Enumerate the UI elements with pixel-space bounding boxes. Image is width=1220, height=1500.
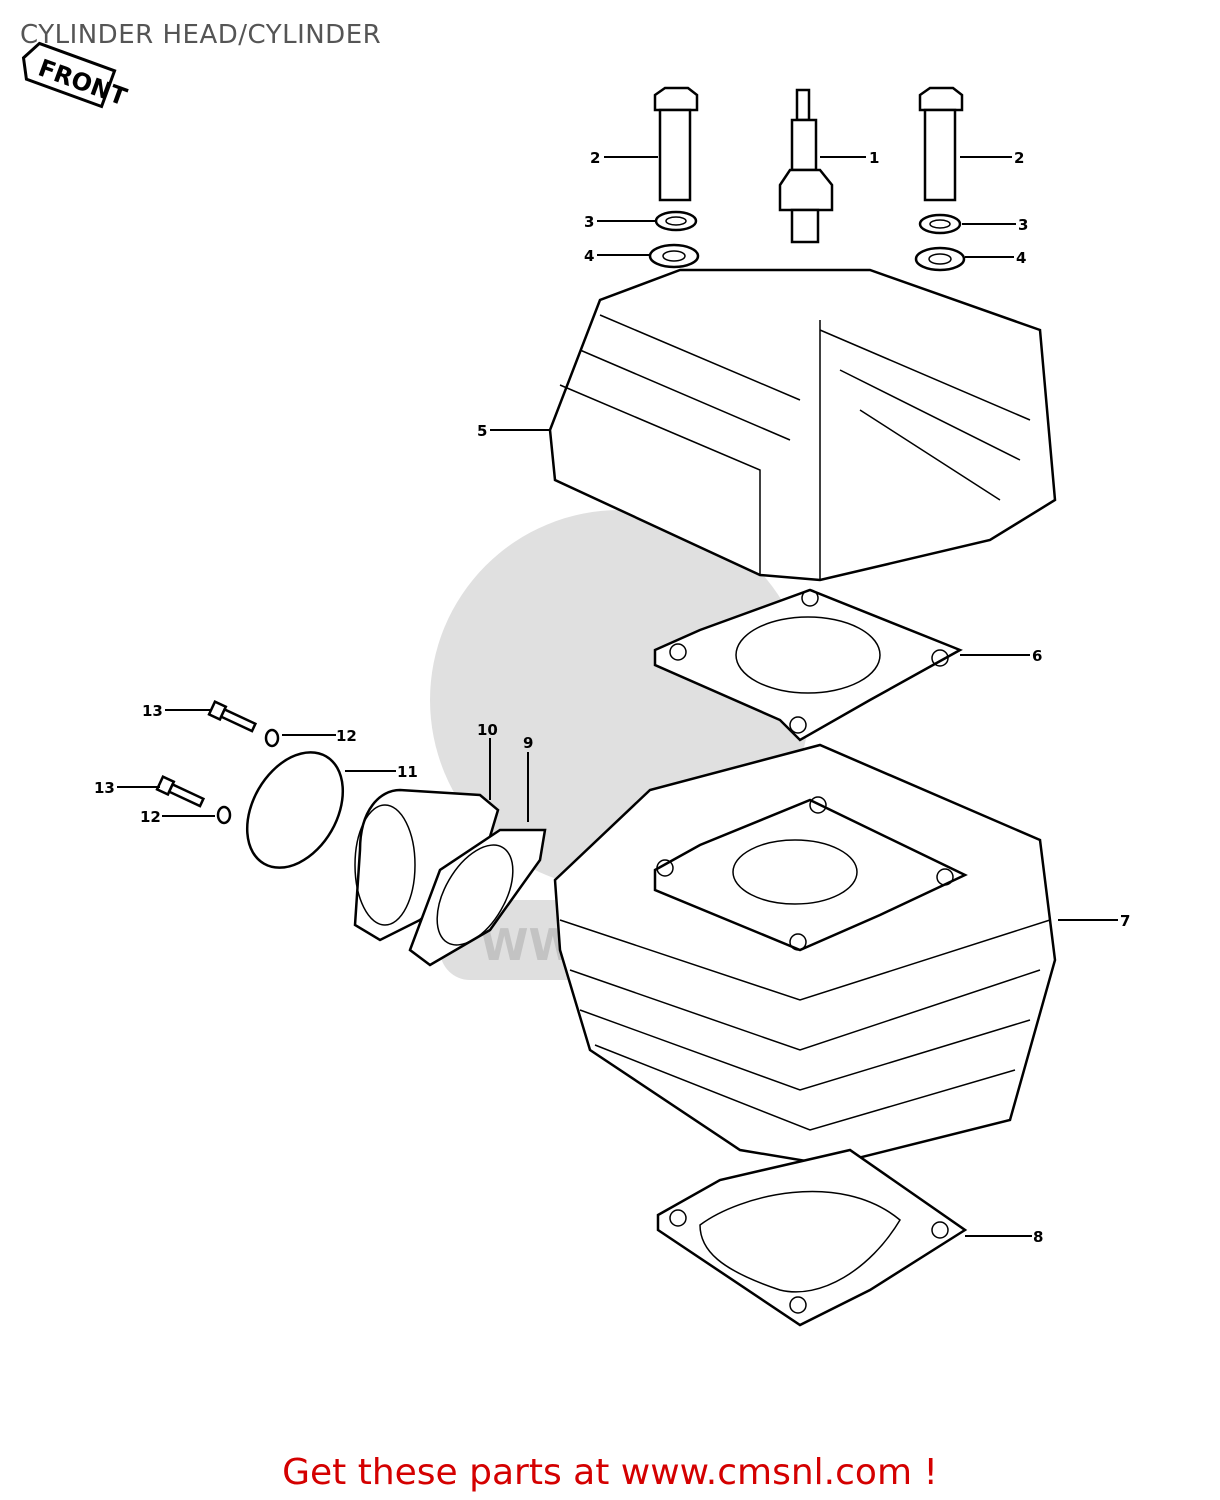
callout-3-right: 3 [1018,216,1028,234]
callout-2-right: 2 [1014,149,1024,167]
washer-12-upper [264,728,280,748]
callout-13-upper: 13 [142,702,163,720]
callout-8: 8 [1033,1228,1043,1246]
screw-13-lower [155,774,206,808]
callout-12-upper: 12 [336,727,357,745]
callout-4-left: 4 [584,247,594,265]
callout-6: 6 [1032,647,1042,665]
callout-11: 11 [397,763,418,781]
washer-3-left [654,210,698,232]
callout-13-lower: 13 [94,779,115,797]
callout-4-right: 4 [1016,249,1026,267]
callout-10: 10 [477,721,498,739]
callout-12-lower: 12 [140,808,161,826]
intake-gasket [408,828,547,967]
callout-1: 1 [869,149,879,167]
hose-clamp [245,751,345,869]
diagram-title: CYLINDER HEAD/CYLINDER [20,20,382,50]
callout-2-left: 2 [590,149,600,167]
cylinder [553,743,1057,1167]
callout-3-left: 3 [584,213,594,231]
head-bolt-left [653,86,699,202]
callout-7: 7 [1120,912,1130,930]
head-bolt-right [918,86,964,202]
parts-link[interactable]: Get these parts at www.cmsnl.com ! [282,1452,938,1493]
callout-5: 5 [477,422,487,440]
head-gasket [653,588,963,742]
base-gasket [656,1148,968,1327]
callout-9: 9 [523,734,533,752]
washer-4-left [648,243,700,269]
cylinder-head [548,268,1057,582]
screw-13-upper [207,699,258,733]
washer-3-right [918,213,962,235]
washer-12-lower [216,805,232,825]
front-arrow-icon: FRONT [21,41,131,112]
washer-4-right [914,246,966,272]
spark-plug [778,88,834,244]
leader-lines [117,156,1118,1237]
